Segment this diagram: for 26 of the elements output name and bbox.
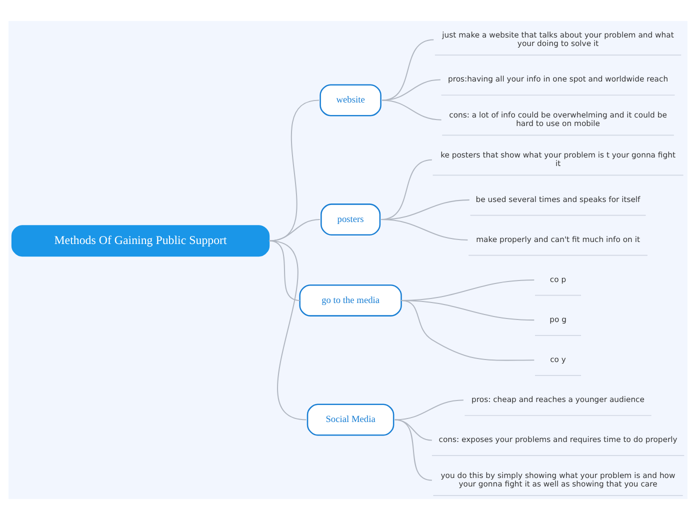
node-box: website	[320, 84, 382, 116]
connector	[269, 240, 306, 420]
node-text: po g	[550, 314, 566, 324]
node-box: posters	[320, 204, 381, 236]
node-text: just make a website that talks about your problem and what your doing to solve it	[442, 30, 674, 48]
node-text: pros: cheap and reaches a younger audience	[472, 395, 644, 404]
connector	[394, 419, 432, 481]
node-text: ke posters that show what your problem is t your gonna fight it	[440, 150, 676, 168]
connector	[382, 100, 442, 120]
node-text: pros:having all your info in one spot and worldwide reach	[448, 74, 668, 84]
connector	[382, 79, 440, 101]
connector	[269, 219, 320, 242]
node-text: co p	[550, 274, 566, 284]
connector	[269, 100, 320, 242]
connector	[394, 400, 464, 420]
node-box: Social Media	[306, 404, 394, 436]
node-text: co y	[550, 354, 566, 364]
connector	[381, 219, 468, 240]
node-box: Methods Of Gaining Public Support	[11, 225, 270, 257]
node-box: go to the media	[299, 284, 402, 316]
node-text: make properly and can't fit much info on it	[476, 234, 640, 244]
node-text: be used several times and speaks for itself	[476, 194, 640, 204]
node-text: cons: exposes your problems and requires time to do properly	[438, 435, 678, 444]
connector	[401, 300, 534, 361]
node-text: cons: a lot of info could be overwhelming and it could be hard to use on mobile	[449, 110, 667, 128]
node-text: you do this by simply showing what your problem is and how your gonna fight it as well as showing that you care	[440, 470, 676, 488]
